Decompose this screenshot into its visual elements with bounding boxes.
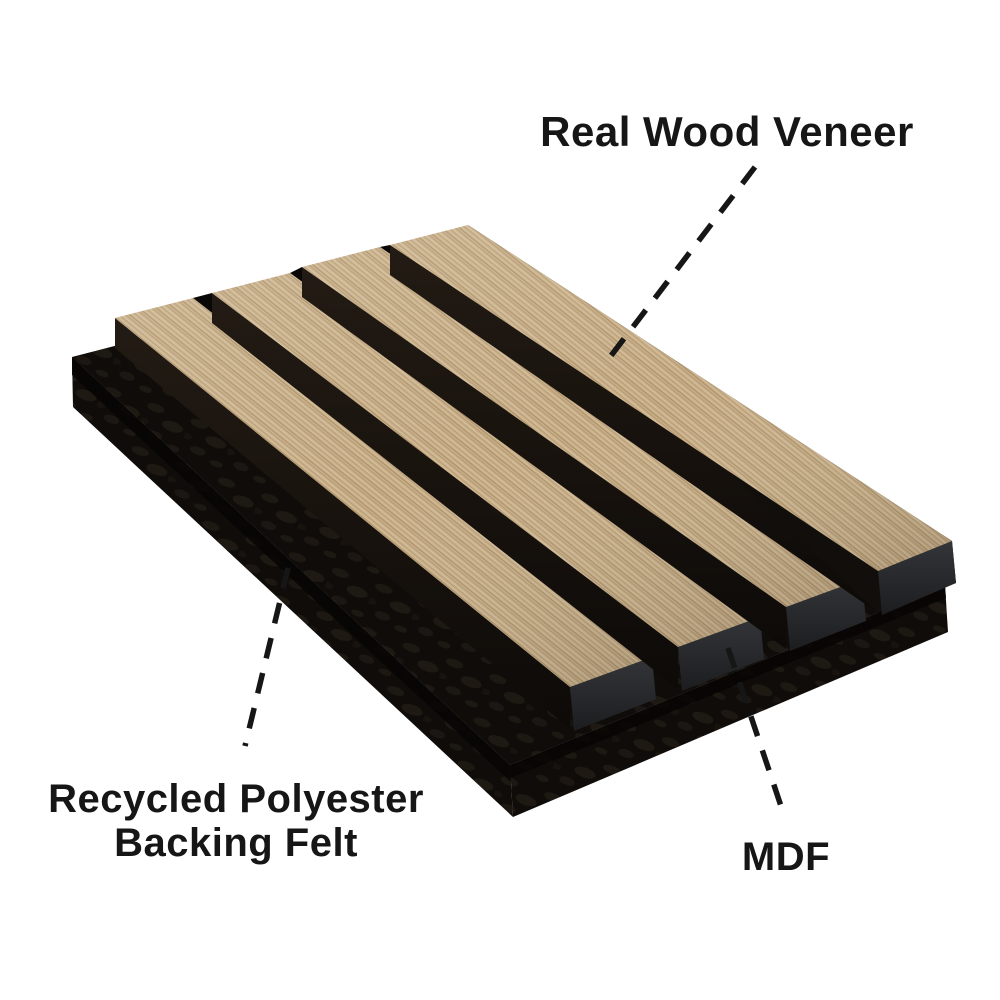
slat-2-side-face: [212, 293, 678, 689]
slat-1-shading: [115, 298, 652, 687]
slat-4-side-face: [390, 245, 878, 613]
felt-base-front-face: [510, 585, 948, 817]
slat-2-mdf-end-face: [678, 617, 764, 691]
slat-3-shading: [302, 247, 862, 607]
slat-1-mdf-end-face: [570, 657, 656, 731]
label-recycled-polyester: Recycled Polyester: [48, 777, 424, 821]
felt-leader-line: [242, 567, 291, 747]
slat-3-mdf-end-face: [786, 579, 866, 651]
felt-base-left-edge-shadow: [72, 357, 512, 783]
felt-base-front-edge-shadow: [510, 585, 946, 778]
slat-4-shading: [390, 225, 952, 571]
slat-2-shading: [212, 273, 760, 647]
mdf-leader-line: [725, 647, 788, 819]
label-backing-felt: Backing Felt: [114, 821, 358, 865]
wood-slat-4: [390, 225, 956, 615]
wood-slat-1: [115, 298, 656, 731]
label-mdf: MDF: [742, 835, 830, 879]
wood-slat-2: [212, 273, 764, 691]
leader-lines: [242, 165, 788, 819]
slat-3-side-face: [302, 267, 786, 649]
label-real-wood-veneer: Real Wood Veneer: [540, 108, 914, 155]
labels: Real Wood Veneer Recycled Polyester Back…: [48, 108, 914, 879]
slat-1-side-face: [115, 318, 570, 729]
wood-slat-3: [302, 247, 866, 651]
veneer-leader-line: [607, 165, 758, 359]
slat-4-mdf-end-face: [878, 541, 956, 615]
